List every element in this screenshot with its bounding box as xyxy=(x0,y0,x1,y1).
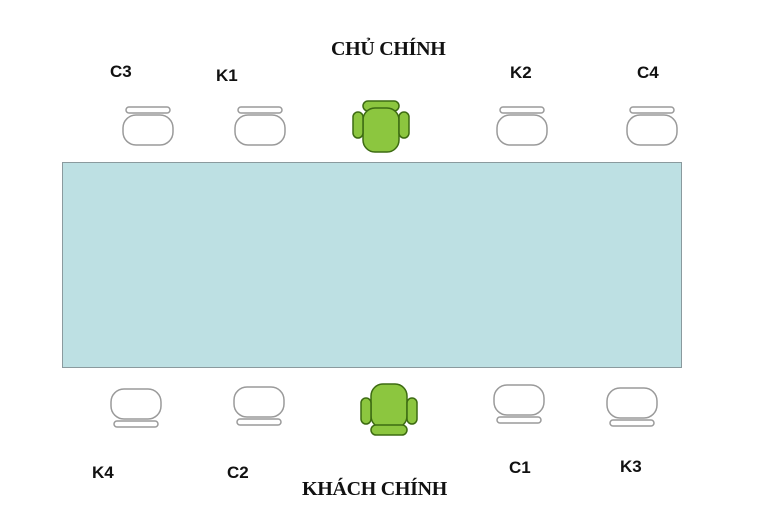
seat-label-k1: K1 xyxy=(216,66,238,85)
guest-main-title: KHÁCH CHÍNH xyxy=(302,478,448,500)
seat-label-c2: C2 xyxy=(227,463,249,482)
main-guest-chair xyxy=(357,380,421,438)
seat-label-c4: C4 xyxy=(637,63,659,82)
chair-k2 xyxy=(494,104,550,150)
chair-k3 xyxy=(604,385,660,431)
chair-c4 xyxy=(624,104,680,150)
seat-label-k4: K4 xyxy=(92,463,114,482)
main-host-chair xyxy=(349,98,413,156)
chair-c2 xyxy=(231,384,287,430)
dining-table xyxy=(62,162,682,368)
chair-k1 xyxy=(232,104,288,150)
host-main-title: CHỦ CHÍNH xyxy=(331,38,446,60)
chair-k4 xyxy=(108,386,164,432)
chair-c3 xyxy=(120,104,176,150)
seat-label-c1: C1 xyxy=(509,458,531,477)
seat-label-c3: C3 xyxy=(110,62,132,81)
chair-c1 xyxy=(491,382,547,428)
seat-label-k3: K3 xyxy=(620,457,642,476)
seat-label-k2: K2 xyxy=(510,63,532,82)
